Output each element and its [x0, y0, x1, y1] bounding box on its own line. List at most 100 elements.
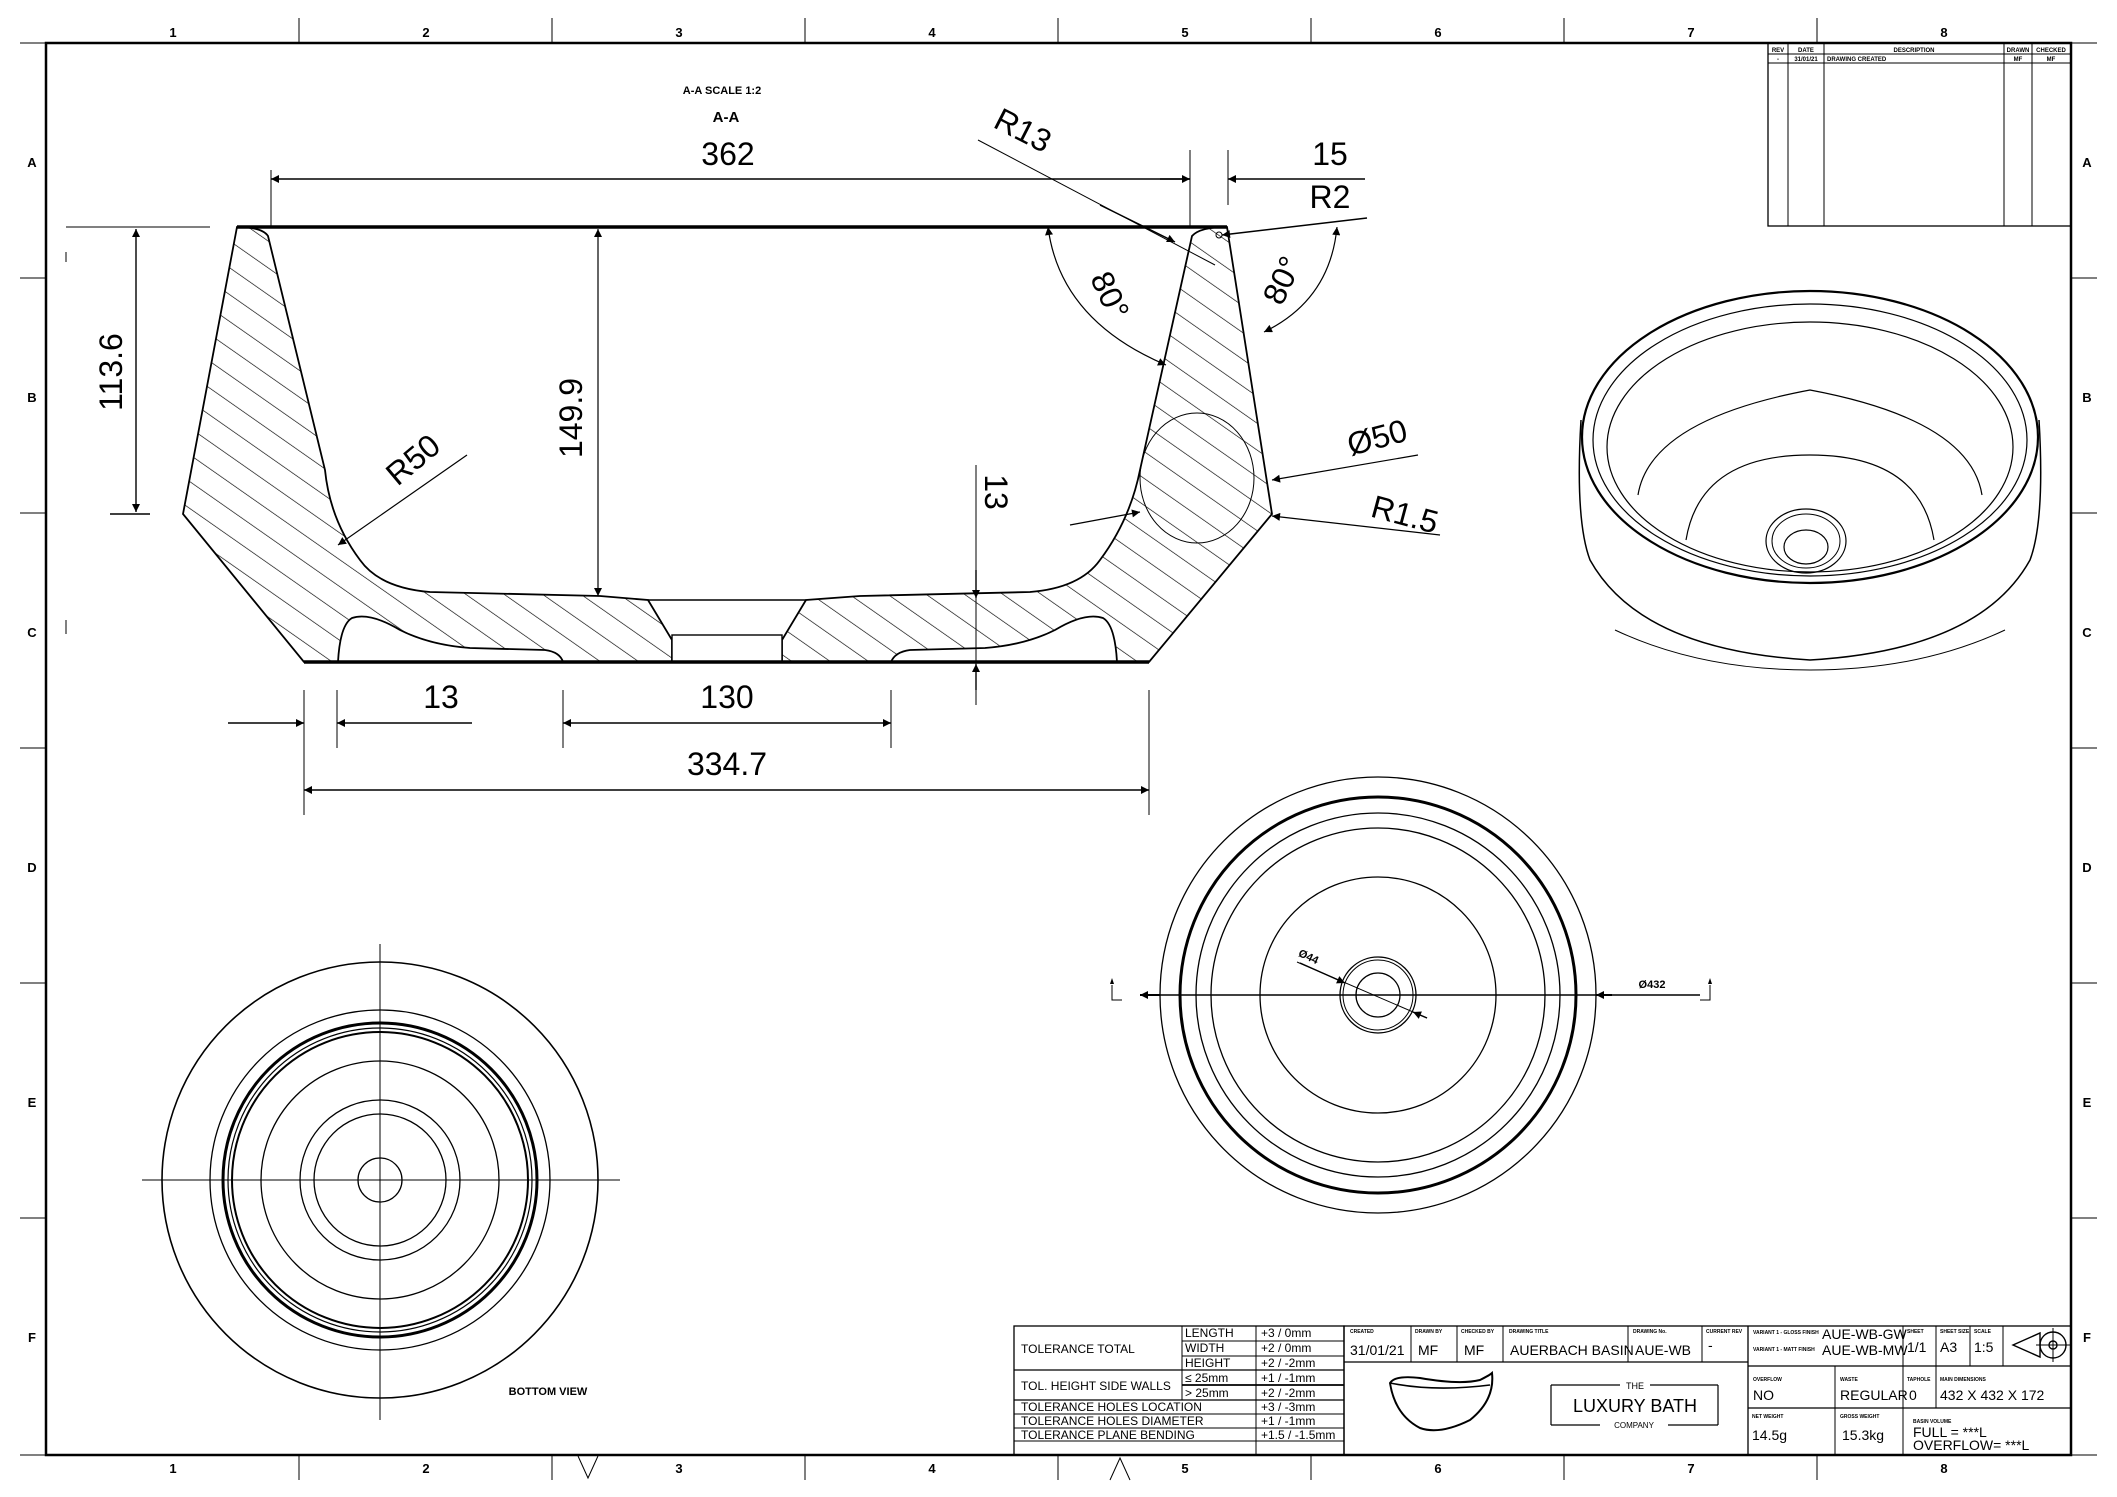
tol-total-label: TOLERANCE TOTAL	[1021, 1342, 1135, 1356]
zone-row-c-left: C	[27, 625, 37, 640]
tol-holes-diameter-name: TOLERANCE HOLES DIAMETER	[1021, 1414, 1204, 1428]
section-left-wall	[182, 226, 673, 663]
taphole-value: 0	[1909, 1387, 1917, 1403]
drawing-frame	[20, 18, 2097, 1481]
variant2-label: VARIANT 1 - MATT FINISH	[1753, 1347, 1815, 1353]
zone-row-f-left: F	[28, 1330, 36, 1345]
waste-label: WASTE	[1840, 1377, 1858, 1383]
dim-dia50-text: Ø50	[1343, 412, 1411, 462]
section-right-wall	[781, 226, 1273, 663]
zone-row-d-right: D	[2082, 860, 2091, 875]
third-angle-projection-icon	[2011, 1328, 2070, 1362]
volume-full-value: FULL = ***L	[1913, 1424, 1987, 1440]
created-value: 31/01/21	[1350, 1342, 1405, 1358]
basin-sketch-icon	[1388, 1370, 1494, 1432]
dim-base-thickness-text: 13	[978, 474, 1014, 510]
rev-row-description: DRAWING CREATED	[1827, 57, 1887, 63]
dim-r1-5-text: R1.5	[1368, 488, 1443, 540]
centering-mark-icon	[1109, 1456, 1131, 1481]
zone-col-8-bottom: 8	[1940, 1461, 1947, 1476]
dim-dia44-text: Ø44	[1296, 947, 1321, 967]
zone-col-6-bottom: 6	[1434, 1461, 1441, 1476]
tol-side-gt-value: +2 / -2mm	[1261, 1386, 1315, 1400]
overflow-label: OVERFLOW	[1753, 1377, 1782, 1383]
dim-r50-text: R50	[379, 427, 447, 492]
main-dims-label: MAIN DIMENSIONS	[1940, 1377, 1987, 1383]
gross-weight-value: 15.3kg	[1842, 1427, 1884, 1443]
tol-height-name: HEIGHT	[1185, 1356, 1231, 1370]
rev-header-drawn: DRAWN	[2007, 48, 2030, 54]
rev-header-rev: REV	[1772, 48, 1784, 54]
zone-col-8-top: 8	[1940, 25, 1947, 40]
dim-334-7-text: 334.7	[687, 746, 767, 782]
company-logo	[1550, 1384, 1719, 1426]
waste-value: REGULAR	[1840, 1387, 1908, 1403]
current-rev-label: CURRENT REV	[1706, 1329, 1743, 1335]
zone-col-5-bottom: 5	[1181, 1461, 1188, 1476]
zone-row-e-right: E	[2083, 1095, 2092, 1110]
zone-row-b-right: B	[2082, 390, 2091, 405]
created-label: CREATED	[1350, 1329, 1374, 1335]
dim-362-text: 362	[701, 136, 754, 172]
angle-arc-outer	[1263, 226, 1341, 333]
dim-dia432-text: Ø432	[1639, 979, 1666, 991]
tol-side-gt-name: > 25mm	[1185, 1386, 1229, 1400]
zone-col-7-top: 7	[1687, 25, 1694, 40]
sheet-label: SHEET	[1907, 1329, 1924, 1335]
zone-col-2-top: 2	[422, 25, 429, 40]
dim-13-text: 13	[423, 679, 459, 715]
top-view	[1110, 776, 1712, 1214]
detail-circle	[1139, 412, 1255, 544]
variant1-value: AUE-WB-GW	[1822, 1326, 1908, 1342]
zone-col-4-top: 4	[928, 25, 936, 40]
rev-row-checked: MF	[2047, 57, 2056, 63]
rev-row-rev: -	[1777, 57, 1779, 63]
section-view-a-a: A-A SCALE 1:2 A-A 362 15 R13 R2	[65, 85, 1443, 815]
zone-row-c-right: C	[2082, 625, 2092, 640]
tol-width-name: WIDTH	[1185, 1341, 1224, 1355]
drawn-by-value: MF	[1418, 1342, 1438, 1358]
zone-col-4-bottom: 4	[928, 1461, 936, 1476]
section-label: A-A	[713, 109, 740, 126]
title-block	[1343, 1325, 2072, 1456]
zone-col-2-bottom: 2	[422, 1461, 429, 1476]
zone-col-3-bottom: 3	[675, 1461, 682, 1476]
tol-holes-location-name: TOLERANCE HOLES LOCATION	[1021, 1400, 1202, 1414]
perspective-view	[1578, 289, 2042, 671]
basin-volume-label: BASIN VOLUME	[1913, 1419, 1952, 1425]
tol-plane-bending-value: +1.5 / -1.5mm	[1261, 1428, 1335, 1442]
tol-length-name: LENGTH	[1185, 1326, 1234, 1340]
angle-arc-inner	[1045, 226, 1167, 366]
sheet-size-value: A3	[1940, 1339, 1957, 1355]
zone-row-a-right: A	[2082, 155, 2092, 170]
zone-col-5-top: 5	[1181, 25, 1188, 40]
zone-row-b-left: B	[27, 390, 36, 405]
rev-header-description: DESCRIPTION	[1893, 48, 1934, 54]
tol-plane-bending-name: TOLERANCE PLANE BENDING	[1021, 1428, 1195, 1442]
zone-row-a-left: A	[27, 155, 37, 170]
drawing-no-value: AUE-WB	[1635, 1342, 1691, 1358]
taphole-label: TAPHOLE	[1907, 1377, 1931, 1383]
bottom-view-label: BOTTOM VIEW	[509, 1386, 588, 1398]
gross-weight-label: GROSS WEIGHT	[1840, 1414, 1879, 1420]
dim-r2-text: R2	[1310, 179, 1351, 215]
scale-label: SCALE	[1974, 1329, 1992, 1335]
zone-col-6-top: 6	[1434, 25, 1441, 40]
bottom-view	[142, 944, 620, 1420]
rev-row-date: 31/01/21	[1794, 57, 1818, 63]
zone-labels: 1 2 3 4 5 6 7 8 1 2 3 4 5 6 7 8 A B C D …	[27, 25, 2092, 1476]
rev-header-checked: CHECKED	[2036, 48, 2066, 54]
scale-value: 1:5	[1974, 1339, 1994, 1355]
rev-row-drawn: MF	[2014, 57, 2023, 63]
volume-overflow-value: OVERFLOW= ***L	[1913, 1437, 2030, 1453]
rev-header-date: DATE	[1798, 48, 1814, 54]
revision-table	[1767, 42, 2072, 227]
dim-angle-outer-text: 80°	[1255, 251, 1308, 310]
zone-row-d-left: D	[27, 860, 36, 875]
zone-row-e-left: E	[28, 1095, 37, 1110]
net-weight-value: 14.5g	[1752, 1427, 1787, 1443]
zone-col-3-top: 3	[675, 25, 682, 40]
zone-row-f-right: F	[2083, 1330, 2091, 1345]
logo-company: COMPANY	[1614, 1421, 1655, 1430]
